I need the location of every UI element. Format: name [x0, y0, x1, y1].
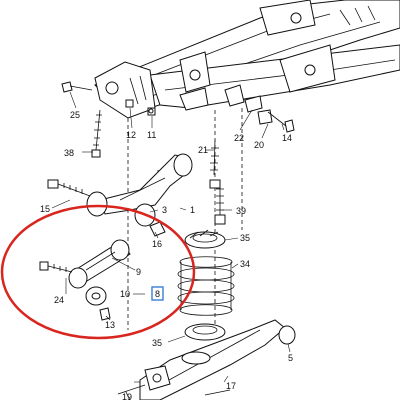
callout-24: 24 — [54, 295, 64, 305]
callout-38: 38 — [64, 148, 74, 158]
callout-11: 11 — [147, 130, 156, 140]
highlight-box-8 — [151, 286, 164, 301]
bolt-21 — [209, 139, 221, 189]
spring-seat-lower — [184, 323, 226, 341]
callout-35-upper: 35 — [240, 233, 250, 243]
callout-35-lower: 35 — [152, 338, 162, 348]
callout-20: 20 — [254, 140, 264, 150]
lower-control-arm — [117, 319, 296, 400]
callout-10: 10 — [120, 289, 130, 299]
callout-3: 3 — [162, 205, 167, 215]
callout-21: 21 — [198, 145, 208, 155]
coil-spring — [177, 256, 235, 316]
callout-19: 19 — [122, 392, 132, 400]
callout-16: 16 — [152, 239, 162, 249]
bush-16 — [134, 203, 166, 237]
upper-control-arm — [86, 153, 193, 217]
bolt-39 — [214, 180, 226, 225]
callout-9: 9 — [136, 267, 141, 277]
callout-1: 1 — [190, 205, 195, 215]
bolt-25 — [61, 81, 93, 93]
callout-22: 22 — [234, 133, 244, 143]
bolt-24 — [39, 261, 73, 273]
bolt-17 — [204, 389, 231, 396]
callout-34: 34 — [240, 259, 250, 269]
lower-link — [68, 239, 131, 289]
callout-39: 39 — [236, 206, 246, 216]
bush-10-13 — [85, 286, 111, 321]
rear-subframe — [94, 0, 400, 119]
callout-15: 15 — [40, 204, 50, 214]
spring-seat-upper — [184, 229, 226, 249]
callout-12: 12 — [126, 130, 136, 140]
callout-labels: 25 12 11 22 14 20 38 21 15 3 1 39 16 35 … — [40, 110, 293, 400]
nut-12-11 — [125, 99, 156, 116]
callout-17: 17 — [226, 381, 236, 391]
leader-lines — [51, 91, 291, 383]
callout-14: 14 — [282, 133, 292, 143]
callout-8: 8 — [155, 289, 160, 299]
bolt-15 — [47, 179, 91, 197]
highlight-ellipse — [0, 204, 196, 340]
callout-25: 25 — [70, 110, 80, 120]
bracket-22-20-14 — [244, 95, 295, 133]
callout-5: 5 — [288, 353, 293, 363]
bolt-38 — [91, 109, 102, 158]
callout-13: 13 — [105, 320, 115, 330]
